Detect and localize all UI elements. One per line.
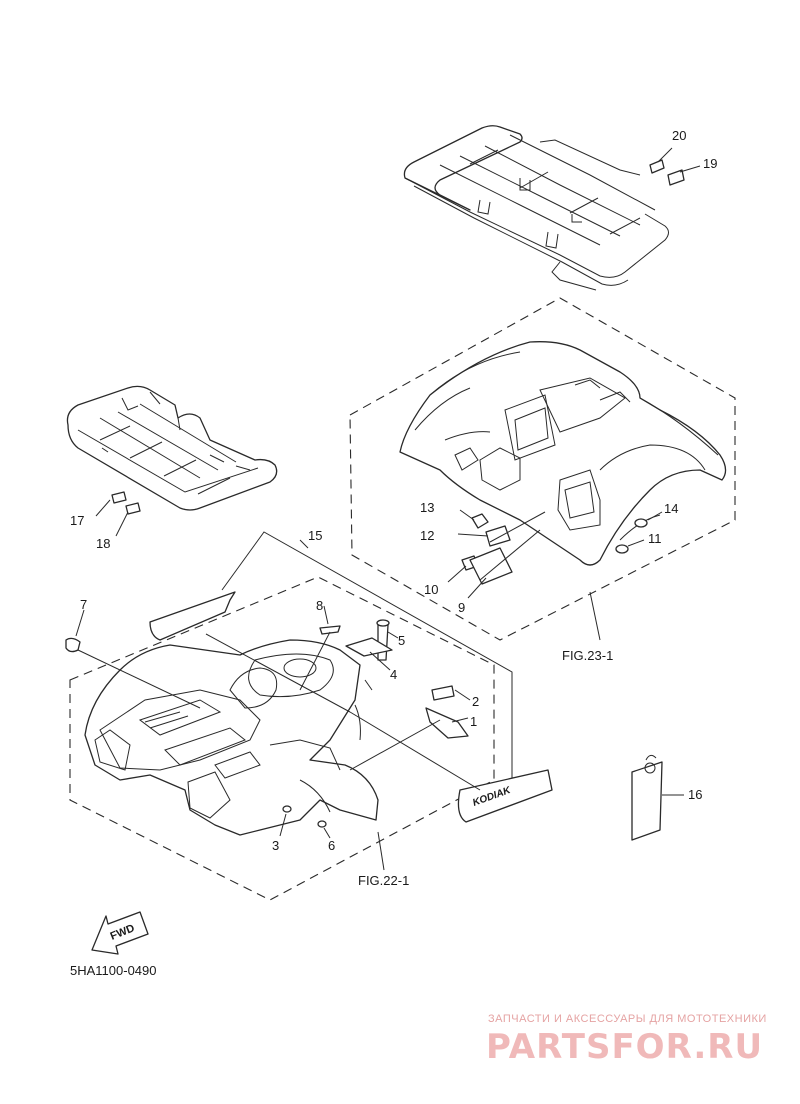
front-fender-small-parts [65, 591, 553, 871]
callout-2: 2 [472, 694, 479, 709]
callout-17: 17 [70, 513, 84, 528]
rear-fender-dashed-frame [349, 297, 736, 641]
watermark-tagline: ЗАПЧАСТИ И АКСЕССУАРЫ ДЛЯ МОТОТЕХНИКИ [488, 1013, 767, 1025]
rear-fender-small-parts [447, 509, 663, 641]
callout-15: 15 [308, 528, 322, 543]
warning-label-tag [631, 754, 684, 841]
diagram-code: 5HA1100-0490 [70, 963, 157, 978]
reflector-parts-19-20 [649, 147, 701, 186]
callout-9: 9 [458, 600, 465, 615]
callout-11: 11 [648, 531, 662, 546]
reflector-parts-17-18 [95, 491, 141, 537]
callout-16: 16 [688, 787, 702, 802]
front-fender-dashed-frame [69, 576, 495, 901]
forward-direction-arrow: FWD [91, 911, 149, 955]
callout-13: 13 [420, 500, 434, 515]
watermark-brand: PARTSFOR.RU [486, 1027, 763, 1067]
front-fender [84, 639, 379, 836]
callout-5: 5 [398, 633, 405, 648]
callout-20: 20 [672, 128, 686, 143]
callout-6: 6 [328, 838, 335, 853]
callout-7: 7 [80, 597, 87, 612]
rear-carrier-rack [403, 125, 669, 291]
front-carrier-rack [66, 385, 278, 511]
partsfor-watermark: ЗАПЧАСТИ И АКСЕССУАРЫ ДЛЯ МОТОТЕХНИКИ PA… [486, 1013, 767, 1067]
callout-8: 8 [316, 598, 323, 613]
callout-18: 18 [96, 536, 110, 551]
callout-4: 4 [390, 667, 397, 682]
rear-fender [399, 341, 727, 566]
figure-ref-rear: FIG.23-1 [562, 648, 613, 663]
callout-15-bracket [221, 531, 513, 780]
callout-1: 1 [470, 714, 477, 729]
callout-19: 19 [703, 156, 717, 171]
callout-3: 3 [272, 838, 279, 853]
callout-12: 12 [420, 528, 434, 543]
figure-ref-front: FIG.22-1 [358, 873, 409, 888]
callout-10: 10 [424, 582, 438, 597]
callout-14: 14 [664, 501, 678, 516]
